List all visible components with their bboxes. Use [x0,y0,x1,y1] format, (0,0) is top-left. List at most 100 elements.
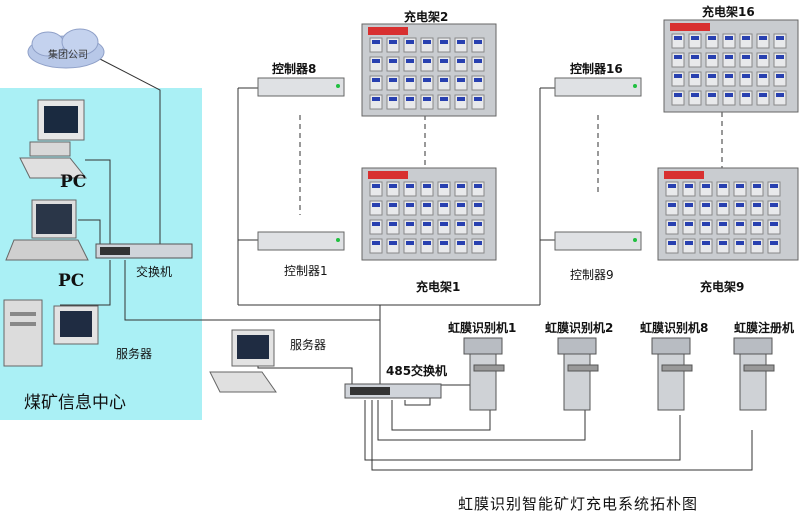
rack-cell-screen [770,184,778,188]
rack-cell-screen [474,78,482,82]
rack-cell-screen [406,40,414,44]
controller9-label: 控制器9 [570,268,614,282]
rack-cell-screen [719,203,727,207]
rack-cell-screen [423,59,431,63]
rack-cell-screen [776,36,784,40]
rack-cell-screen [759,74,767,78]
rack-cell-screen [742,93,750,97]
rack-cell-screen [674,74,682,78]
rack-cell-screen [668,203,676,207]
controller16-label: 控制器16 [570,62,623,76]
rack-cell-screen [440,241,448,245]
rack-cell-screen [474,40,482,44]
rack-cell-screen [440,222,448,226]
rack1-label: 充电架1 [416,280,461,294]
rack-cell-screen [685,203,693,207]
switch-center-label: 交换机 [136,265,173,279]
rack-cell-screen [674,55,682,59]
rack-cell-screen [474,59,482,63]
rack-cell-screen [389,97,397,101]
rack-cell-screen [685,184,693,188]
rack-cell-screen [736,184,744,188]
rack-cell-screen [474,222,482,226]
server-mid-label: 服务器 [290,338,327,352]
rack-cell-screen [736,222,744,226]
rack-cell-screen [372,222,380,226]
rack-cell-screen [389,40,397,44]
rack-cell-screen [474,203,482,207]
rack-cell-screen [759,55,767,59]
rack-cell-screen [702,222,710,226]
rack-cell-screen [423,241,431,245]
rack-cell-screen [457,40,465,44]
server-icon [3,299,99,367]
rack-cell-screen [685,222,693,226]
rack-cell-screen [457,59,465,63]
rack-cell-screen [770,222,778,226]
rack-cell-screen [725,93,733,97]
rack-cell-screen [702,203,710,207]
iris-register-label: 虹膜注册机 [734,321,795,335]
rack-cell-screen [457,97,465,101]
rack-cell-screen [668,184,676,188]
rack2-label: 充电架2 [404,10,449,24]
rack-cell-screen [770,241,778,245]
rack-cell-screen [457,78,465,82]
rack9-label: 充电架9 [700,280,745,294]
rack-cell-screen [736,203,744,207]
iris1-label: 虹膜识别机1 [448,321,517,335]
rack-cell-screen [372,40,380,44]
rack-cell-screen [708,93,716,97]
rack-cell-screen [423,40,431,44]
rack-cell-screen [725,36,733,40]
connection-lines [60,57,753,471]
rack16-label: 充电架16 [702,5,755,19]
rack-cells [368,23,787,254]
rack-cell-screen [389,241,397,245]
rack-cell-screen [440,40,448,44]
rack-cell-screen [691,93,699,97]
controller8-label: 控制器8 [272,62,317,76]
pc1-label: PC [60,172,87,192]
rack-cell-screen [372,97,380,101]
rack-cell-screen [725,55,733,59]
rack-cell-screen [668,241,676,245]
rack-cell-screen [708,55,716,59]
rack-cell-screen [685,241,693,245]
diagram-title: 虹膜识别智能矿灯充电系统拓朴图 [458,495,699,513]
rack-cell-screen [457,203,465,207]
rack-cell-screen [423,203,431,207]
rack-cell-screen [372,59,380,63]
rack-cell-screen [406,203,414,207]
rack-cell-screen [440,78,448,82]
rack-led-display [670,23,710,31]
controller-icons [257,77,642,251]
rack-cell-screen [719,222,727,226]
rack-cell-screen [702,241,710,245]
rack-cell-screen [389,222,397,226]
rack-cell-screen [406,78,414,82]
rack-cell-screen [406,97,414,101]
iris2-label: 虹膜识别机2 [545,321,614,335]
switch-485-label: 485交换机 [386,364,448,378]
rack-cell-screen [708,36,716,40]
rack-cell-screen [736,241,744,245]
rack-cell-screen [674,93,682,97]
rack-cell-screen [719,241,727,245]
rack-cell-screen [406,222,414,226]
rack-cell-screen [372,78,380,82]
rack-led-display [368,27,408,35]
rack-cell-screen [691,55,699,59]
rack-cell-screen [702,184,710,188]
rack-cell-screen [406,59,414,63]
rack-cell-screen [759,93,767,97]
rack-cell-screen [691,36,699,40]
rack-cell-screen [753,222,761,226]
iris8-label: 虹膜识别机8 [640,321,709,335]
controller1-label: 控制器1 [284,264,328,278]
rack-cell-screen [753,203,761,207]
rack-cell-screen [423,222,431,226]
rack-cell-screen [742,55,750,59]
rack-cell-screen [474,241,482,245]
rack-cell-screen [389,184,397,188]
